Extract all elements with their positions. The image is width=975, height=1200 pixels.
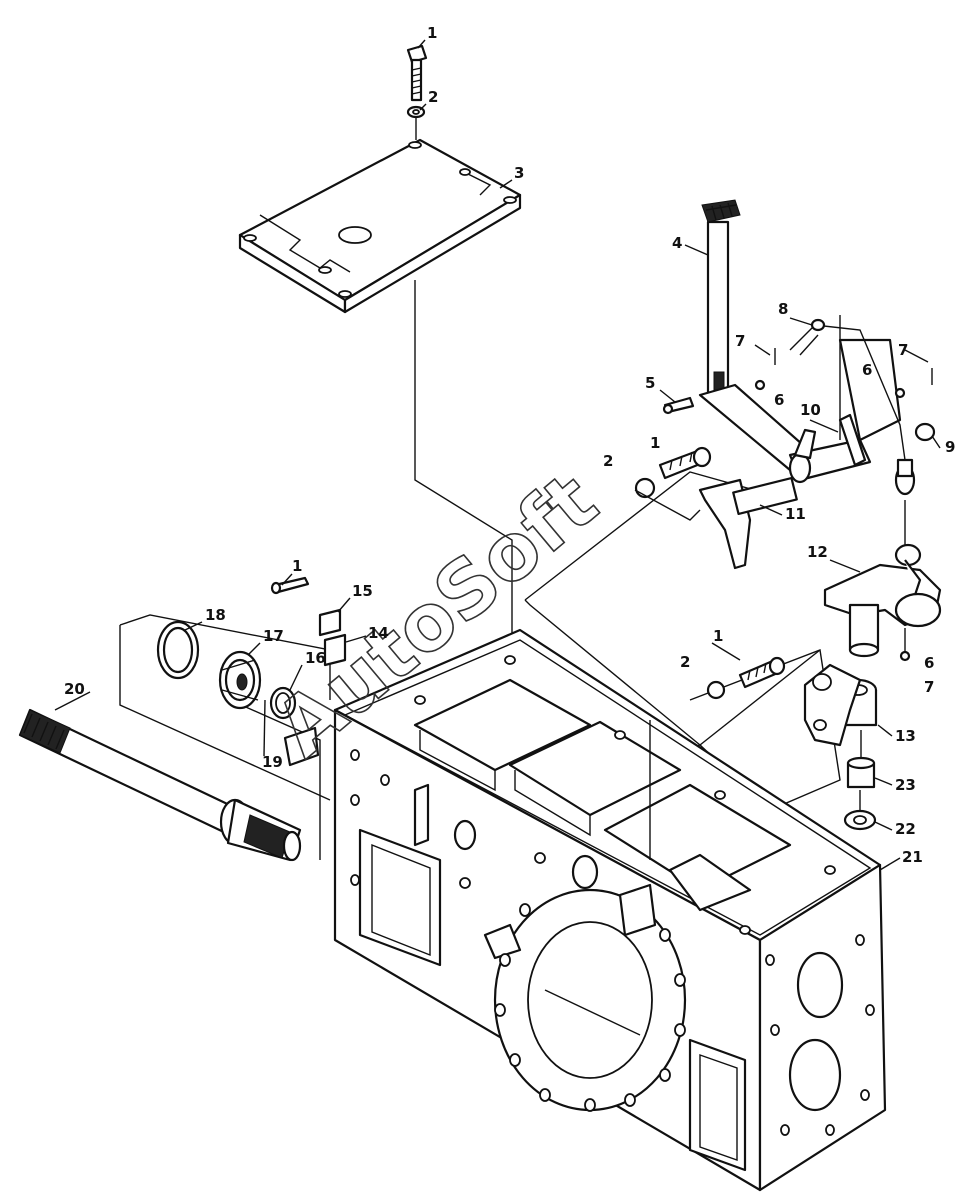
callout-17: 17	[263, 627, 284, 645]
callout-18: 18	[205, 606, 226, 624]
callout-5: 5	[645, 374, 655, 392]
callout-20: 20	[64, 680, 85, 698]
callout-19: 19	[262, 753, 283, 771]
mid-right-fastener	[706, 656, 786, 700]
callout-1-mid: 1	[650, 434, 660, 452]
top-cover-assembly	[238, 44, 522, 314]
callout-2-mid: 2	[603, 452, 613, 470]
callout-21: 21	[902, 848, 923, 866]
transmission-housing	[333, 628, 887, 1192]
shaft-assembly	[18, 708, 302, 862]
callout-labels: 1 2 3 4 5 6 6 6 7 7 7 8 9 10 1 2 11 12 1…	[64, 24, 955, 866]
callout-1-left: 1	[292, 557, 302, 575]
callout-4: 4	[672, 234, 682, 252]
callout-13: 13	[895, 727, 916, 745]
callout-8: 8	[778, 300, 788, 318]
callout-15: 15	[352, 582, 373, 600]
callout-2-right: 2	[680, 653, 690, 671]
callout-14: 14	[368, 624, 389, 642]
callout-23: 23	[895, 776, 916, 794]
callout-1-top: 1	[427, 24, 437, 42]
callout-7-right: 7	[898, 341, 908, 359]
bolt-holes	[350, 655, 875, 1136]
left-seal-group	[156, 576, 347, 767]
callout-9: 9	[945, 438, 955, 456]
callout-7-lower: 7	[924, 678, 934, 696]
callout-12: 12	[807, 543, 828, 561]
callout-3: 3	[514, 164, 524, 182]
callout-1-right: 1	[713, 627, 723, 645]
callout-10: 10	[800, 401, 821, 419]
right-lever-assembly	[803, 543, 942, 831]
callout-2-top: 2	[428, 88, 438, 106]
callout-6-lower: 6	[924, 654, 934, 672]
callout-16: 16	[305, 649, 326, 667]
callout-leaders	[54, 39, 941, 871]
callout-22: 22	[895, 820, 916, 838]
callout-6-right: 6	[862, 361, 872, 379]
callout-7-left: 7	[735, 332, 745, 350]
callout-11: 11	[785, 505, 806, 523]
pedal-linkage-assembly	[634, 199, 936, 570]
callout-6-left: 6	[774, 391, 784, 409]
